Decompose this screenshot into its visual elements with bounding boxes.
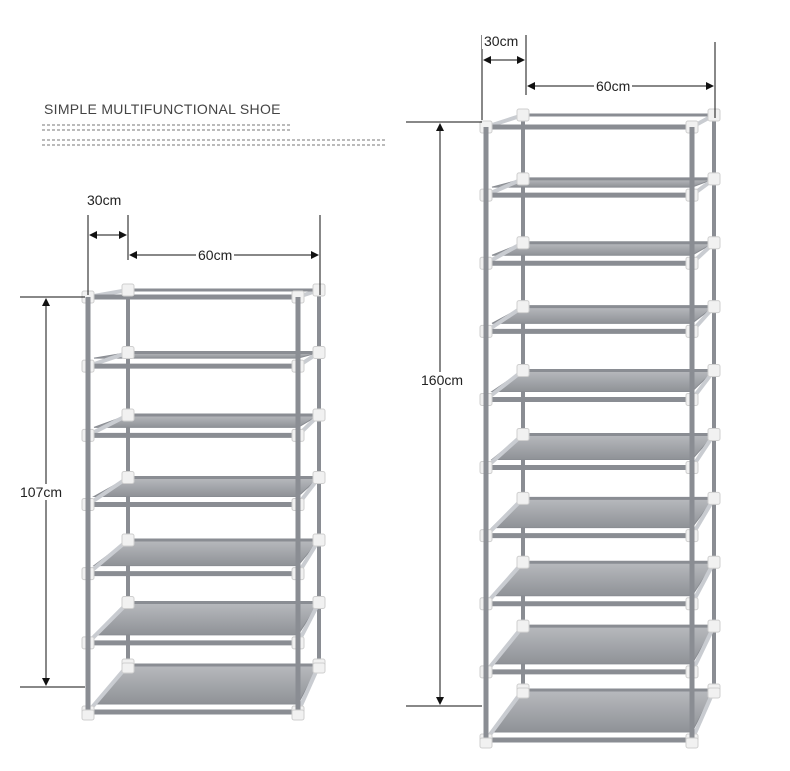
connector-joint bbox=[312, 408, 326, 422]
connector-joint bbox=[121, 596, 135, 609]
connector-joint bbox=[516, 236, 530, 250]
connector-joint bbox=[516, 364, 530, 378]
rack-foot bbox=[685, 737, 699, 749]
connector-joint bbox=[707, 172, 721, 186]
fine-print-line-2 bbox=[42, 129, 292, 131]
connector-joint bbox=[312, 533, 326, 547]
connector-joint bbox=[121, 471, 135, 484]
side-rail-left bbox=[484, 560, 525, 606]
connector-joint bbox=[707, 619, 721, 633]
connector-joint bbox=[516, 108, 530, 122]
connector-joint bbox=[121, 283, 135, 297]
connector-joint bbox=[707, 300, 721, 314]
tall-rack bbox=[479, 108, 721, 749]
rack-foot bbox=[312, 662, 326, 674]
rack-foot bbox=[121, 662, 135, 674]
connector-joint bbox=[312, 471, 326, 484]
connector-joint bbox=[707, 491, 721, 505]
rack-foot bbox=[479, 737, 493, 749]
side-rail-left bbox=[86, 663, 130, 714]
connector-joint bbox=[516, 619, 530, 633]
small-rack-height-label: 107cm bbox=[18, 484, 65, 500]
side-rail-left bbox=[484, 432, 525, 470]
side-rail-right bbox=[690, 625, 716, 673]
side-rail-left bbox=[86, 538, 130, 576]
rack-foot bbox=[516, 687, 530, 699]
side-rail-left bbox=[86, 601, 130, 645]
tall-rack-depth-label: 30cm bbox=[482, 33, 521, 49]
connector-joint bbox=[516, 300, 530, 314]
connector-joint bbox=[121, 533, 135, 547]
small-rack bbox=[81, 283, 326, 721]
connector-joint bbox=[312, 596, 326, 609]
connector-joint bbox=[707, 427, 721, 441]
side-rail-left bbox=[86, 475, 130, 507]
connector-joint bbox=[707, 108, 721, 122]
small-rack-width-label: 60cm bbox=[196, 247, 235, 263]
rack-foot bbox=[291, 709, 305, 721]
connector-joint bbox=[707, 555, 721, 569]
connector-joint bbox=[707, 236, 721, 250]
tall-rack-height-label: 160cm bbox=[419, 372, 466, 388]
connector-joint bbox=[516, 491, 530, 505]
small-rack-depth-label: 30cm bbox=[85, 192, 124, 208]
side-rail-left bbox=[484, 496, 525, 538]
fine-print-line-1 bbox=[42, 124, 292, 126]
side-rail-left bbox=[484, 688, 525, 742]
side-rail-left bbox=[87, 413, 129, 438]
connector-joint bbox=[121, 346, 135, 359]
connector-joint bbox=[312, 283, 326, 297]
side-rail-right bbox=[690, 561, 716, 605]
rack-foot bbox=[707, 687, 721, 699]
tall-rack-width-label: 60cm bbox=[594, 78, 633, 94]
side-rail-left bbox=[484, 624, 525, 674]
connector-joint bbox=[516, 172, 530, 186]
connector-joint bbox=[312, 346, 326, 359]
product-title: SIMPLE MULTIFUNCTIONAL SHOE bbox=[44, 101, 281, 117]
connector-joint bbox=[516, 427, 530, 441]
connector-joint bbox=[121, 408, 135, 422]
fine-print-line-4 bbox=[42, 144, 387, 146]
connector-joint bbox=[707, 364, 721, 378]
fine-print-line-3 bbox=[42, 139, 387, 141]
connector-joint bbox=[516, 555, 530, 569]
rack-foot bbox=[81, 709, 95, 721]
side-rail-right bbox=[296, 601, 321, 644]
